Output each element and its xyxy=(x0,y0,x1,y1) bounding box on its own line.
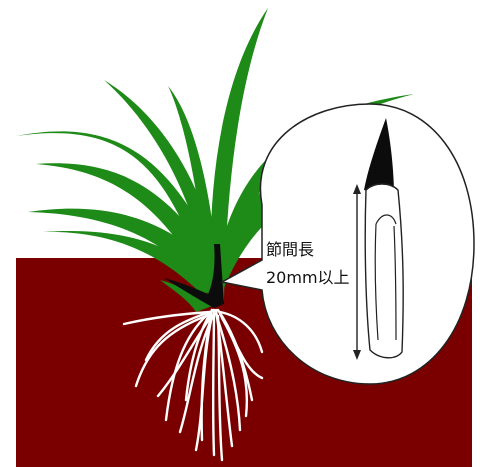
internode-length-value: 20mm以上 xyxy=(266,268,356,288)
internode-length-label: 節間長 xyxy=(266,240,356,260)
